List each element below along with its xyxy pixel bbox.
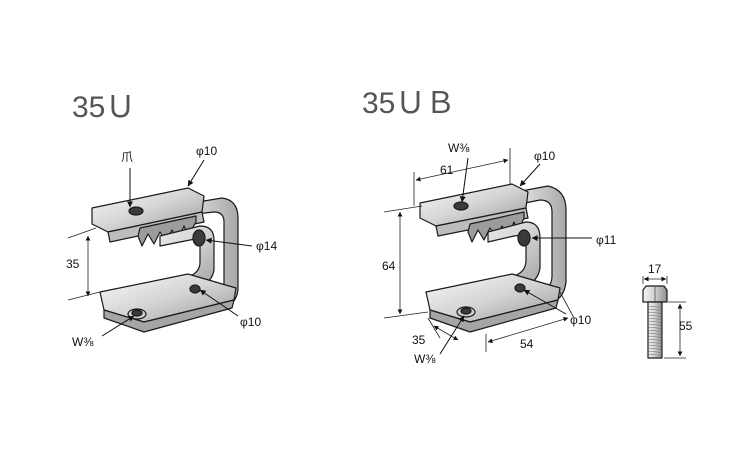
label-claw: 爪	[121, 150, 133, 164]
label-phi14: φ14	[256, 239, 277, 253]
bolt-thread-line	[647, 347, 663, 350]
hole-phi14	[192, 229, 206, 247]
bolt-thread-line	[647, 338, 663, 341]
label-35ub-height: 64	[382, 259, 396, 273]
bolt-thread-line	[647, 332, 663, 335]
bolt-thread-line	[647, 344, 663, 347]
hole-phi11	[517, 229, 531, 247]
dim-35u-height: 35	[66, 227, 101, 301]
bolt-thread-line	[647, 320, 663, 323]
label-35ub-phi10-bottom: φ10	[570, 313, 591, 327]
label-bolt-length: 55	[679, 319, 693, 333]
label-35ub-depth: 35	[412, 333, 426, 347]
bolt-thread-line	[647, 308, 663, 311]
bolt-thread-line	[647, 314, 663, 317]
label-35u-thread: W⅜	[72, 335, 94, 349]
bolt-thread-line	[647, 341, 663, 344]
hole-thread-bottom	[131, 309, 143, 317]
bolt-thread-line	[647, 323, 663, 326]
clamp-35u	[91, 187, 239, 333]
bolt-thread-line	[647, 317, 663, 320]
title-35ub: 35ＵＢ	[362, 87, 455, 120]
label-35ub-thread-top: W⅜	[448, 141, 470, 155]
label-35u-height: 35	[66, 257, 80, 271]
label-35ub-width: 61	[440, 163, 454, 177]
leaders-35u: 爪 φ10 φ14 φ10 W⅜	[72, 144, 277, 349]
bolt-thread-line	[647, 353, 663, 356]
bolt-thread-line	[647, 305, 663, 308]
hole-35ub-thread-bottom	[460, 307, 472, 315]
bolt-thread-line	[647, 326, 663, 329]
bolt-thread-line	[647, 335, 663, 338]
hole-35ub-thread-top	[453, 201, 469, 211]
label-phi11: φ11	[596, 233, 617, 247]
label-35u-phi10-top: φ10	[196, 144, 217, 158]
dim-35ub: 61 64 35 54	[382, 148, 575, 352]
bolt-thread-line	[647, 311, 663, 314]
label-bolt-head: 17	[648, 262, 662, 276]
bolt	[642, 285, 668, 359]
title-35u: 35Ｕ	[72, 91, 135, 124]
label-35u-phi10-bottom: φ10	[240, 315, 261, 329]
dim-bolt: 17 55	[642, 262, 693, 359]
label-35ub-length: 54	[520, 337, 534, 351]
bolt-thread-line	[647, 329, 663, 332]
bolt-thread-line	[647, 350, 663, 353]
label-35ub-phi10-top: φ10	[534, 149, 555, 163]
hole-claw-top	[128, 206, 144, 216]
label-35ub-thread-bottom: W⅜	[414, 352, 436, 366]
leaders-35ub: W⅜ φ10 φ11 φ10 W⅜	[414, 141, 617, 366]
clamp-35ub	[419, 183, 567, 333]
